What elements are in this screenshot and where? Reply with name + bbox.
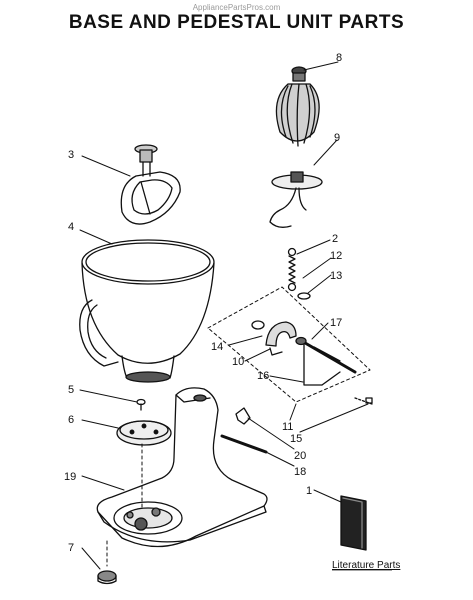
callout-18: 18 [294, 466, 306, 478]
callout-9: 9 [334, 132, 340, 144]
washer-part [297, 292, 311, 300]
literature-parts-label: Literature Parts [332, 560, 400, 571]
callout-17: 17 [330, 317, 342, 329]
callout-16: 16 [257, 370, 269, 382]
callout-10: 10 [232, 356, 244, 368]
bowl-support-assembly-part [207, 286, 373, 405]
callout-2: 2 [332, 233, 338, 245]
clamp-plate-part [116, 420, 172, 446]
flat-beater-part [120, 144, 181, 225]
clip-part [235, 407, 251, 425]
callout-7: 7 [68, 542, 74, 554]
page-title: BASE AND PEDESTAL UNIT PARTS [68, 12, 405, 33]
callout-6: 6 [68, 414, 74, 426]
callout-4: 4 [68, 221, 74, 233]
callout-5: 5 [68, 384, 74, 396]
bowl-part [79, 239, 215, 383]
callout-14: 14 [211, 341, 223, 353]
callout-8: 8 [336, 52, 342, 64]
pivot-pin-part [220, 434, 268, 454]
callout-12: 12 [330, 250, 342, 262]
leader-lines [79, 61, 369, 570]
foot-part [97, 540, 117, 585]
watermark: AppliancePartsPros.com [192, 3, 281, 12]
callout-20: 20 [294, 450, 306, 462]
callout-3: 3 [68, 149, 74, 161]
pedestal-base-part [96, 387, 268, 548]
callout-13: 13 [330, 270, 342, 282]
callout-11: 11 [282, 421, 293, 433]
spring-part [287, 247, 297, 292]
callout-1: 1 [306, 485, 312, 497]
dough-hook-part [269, 171, 323, 228]
callout-15: 15 [290, 433, 302, 445]
wire-whip-part [275, 66, 320, 147]
literature-part [340, 495, 367, 551]
screw-part [136, 398, 146, 411]
callout-19: 19 [64, 471, 76, 483]
